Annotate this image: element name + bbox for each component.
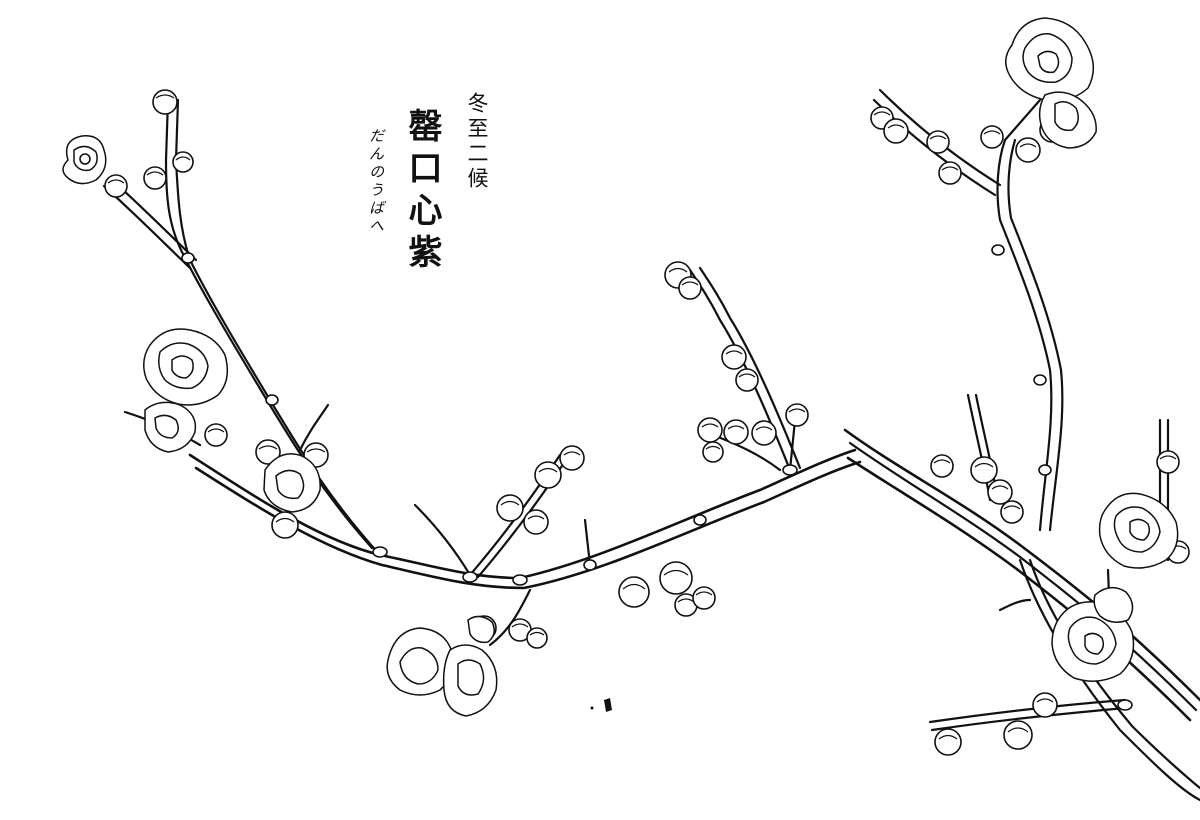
right-trunk bbox=[843, 428, 1200, 802]
blossom-top-left bbox=[62, 135, 107, 185]
blossom-left-middle bbox=[263, 453, 321, 513]
blossom-right-middle bbox=[1098, 492, 1179, 569]
ink-specks bbox=[590, 698, 612, 712]
plant-reading: だんのうばへ bbox=[367, 128, 385, 236]
flower-buds bbox=[104, 89, 1190, 756]
blossom-top-right bbox=[1005, 17, 1097, 149]
plant-title: 罄口心紫 bbox=[402, 108, 442, 276]
blossom-lower-left bbox=[386, 615, 498, 717]
season-caption: 冬至二候 bbox=[465, 92, 489, 192]
blossom-left-large bbox=[143, 328, 229, 453]
blossom-right-lower bbox=[1051, 586, 1135, 682]
branch-nodes bbox=[181, 244, 1133, 711]
